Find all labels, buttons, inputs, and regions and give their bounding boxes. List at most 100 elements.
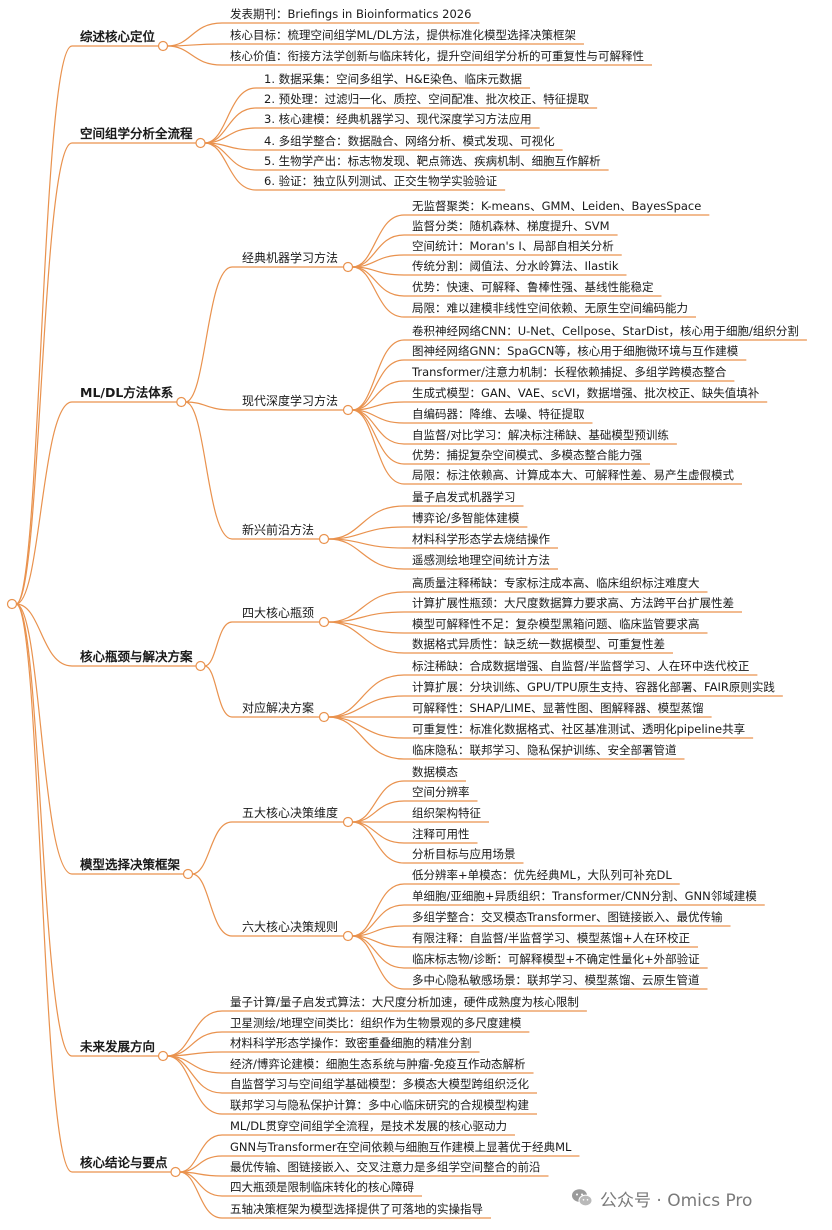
- watermark-text: 公众号 · Omics Pro: [600, 1190, 753, 1211]
- leaf-label: 标注稀缺：合成数据增强、自监督/半监督学习、人在环中迭代校正: [412, 659, 749, 673]
- branch-connector: [351, 214, 405, 268]
- section-node: [170, 1166, 181, 1178]
- leaf-label: 2. 预处理：过滤归一化、质控、空间配准、批次校正、特征提取: [264, 92, 590, 106]
- section-label: 未来发展方向: [79, 1039, 155, 1054]
- branch-connector: [15, 603, 73, 667]
- leaf-label: 多中心隐私敏感场景：联邦学习、模型蒸馏、云原生管道: [412, 973, 700, 987]
- branch-connector: [328, 716, 405, 739]
- leaf-label: 高质量注释稀缺：专家标注成本高、临床组织标注难度大: [412, 576, 700, 590]
- branch-connector: [166, 1055, 223, 1094]
- branch-connector: [204, 127, 257, 144]
- leaf-label: 材料科学形态学去烧结操作: [412, 532, 550, 546]
- branch-connector: [166, 1055, 223, 1115]
- leaf-label: 1. 数据采集：空间多组学、H&E染色、临床元数据: [264, 72, 523, 86]
- branch-connector: [351, 266, 405, 318]
- branch-connector: [328, 526, 405, 540]
- leaf-label: 发表期刊：Briefings in Bioinformatics 2026: [230, 7, 471, 21]
- branch-connector: [204, 87, 257, 144]
- leaf-label: 5. 生物学产出：标志物发现、靶点筛选、疾病机制、细胞互作解析: [264, 154, 601, 168]
- leaf-label: 组织架构特征: [412, 806, 481, 820]
- branch-connector: [351, 883, 405, 937]
- leaf-label: 局限：难以建模非线性空间依赖、无原生空间编码能力: [412, 301, 688, 315]
- leaf-label: 分析目标与应用场景: [412, 847, 516, 861]
- branch-connector: [15, 45, 73, 605]
- leaf-label: 量子计算/量子启发式算法：大尺度分析加速，硬件成熟度为核心限制: [230, 995, 579, 1009]
- branch-connector: [328, 611, 405, 623]
- leaf-label: GNN与Transformer在空间依赖与细胞互作建模上显著优于经典ML: [230, 1140, 572, 1154]
- branch-connector: [351, 409, 405, 465]
- leaf-label: 最优传输、图链接嵌入、交叉注意力是多组学空间整合的前沿: [230, 1160, 541, 1174]
- branch-connector: [328, 695, 405, 718]
- leaf-label: Transformer/注意力机制：长程依赖捕捉、多组学跨模态整合: [411, 365, 727, 379]
- category-label: 四大核心瓶颈: [242, 606, 314, 620]
- leaf-label: 3. 核心建模：经典机器学习、现代深度学习方法应用: [264, 112, 532, 126]
- branch-connector: [328, 591, 405, 623]
- section-label: 综述核心定位: [80, 29, 156, 44]
- branch-connector: [191, 821, 233, 875]
- branch-connector: [328, 538, 405, 570]
- branch-connector: [185, 401, 233, 540]
- branch-connector: [352, 935, 405, 969]
- branch-connector: [351, 359, 405, 411]
- category-label: 六大核心决策规则: [242, 919, 338, 934]
- branch-connector: [167, 45, 223, 66]
- category-label: 五大核心决策维度: [242, 805, 338, 820]
- leaf-label: 计算扩展性瓶颈：大尺度数据算力要求高、方法跨平台扩展性差: [412, 596, 734, 610]
- leaf-label: 量子启发式机器学习: [412, 490, 516, 504]
- branch-connector: [351, 935, 405, 990]
- category-node: [342, 404, 354, 416]
- leaf-label: 遥感测绘地理空间统计方法: [412, 553, 550, 567]
- branch-connector: [352, 234, 405, 268]
- leaf-label: 联邦学习与隐私保护计算：多中心临床研究的合规模型构建: [230, 1098, 529, 1112]
- branch-connector: [15, 603, 73, 1173]
- branch-connector: [351, 409, 405, 445]
- leaf-label: 博弈论/多智能体建模: [412, 511, 520, 525]
- branch-connector: [351, 409, 405, 485]
- branch-connector: [15, 603, 73, 875]
- branch-connector: [204, 621, 233, 667]
- leaf-label: 空间分辨率: [412, 785, 470, 799]
- category-node: [318, 533, 330, 545]
- branch-connector: [351, 821, 405, 864]
- root-node: [6, 598, 18, 610]
- category-label: 现代深度学习方法: [242, 393, 338, 408]
- leaf-label: 可解释性：SHAP/LIME、显著性图、图解释器、模型蒸馏: [412, 701, 704, 715]
- branch-connector: [179, 1134, 223, 1173]
- branch-connector: [328, 716, 405, 760]
- leaf-label: 核心目标：梳理空间组学ML/DL方法，提供标准化模型选择决策框架: [230, 28, 576, 42]
- leaf-label: ML/DL贯穿空间组学全流程，是技术发展的核心驱动力: [230, 1119, 507, 1133]
- section-node: [157, 40, 169, 52]
- leaf-label: 注释可用性: [412, 827, 470, 841]
- category-label: 对应解决方案: [242, 700, 314, 715]
- leaf-label: 优势：快速、可解释、鲁棒性强、基线性能稳定: [412, 280, 654, 294]
- section-node: [195, 137, 206, 149]
- branch-connector: [204, 665, 233, 718]
- section-label: 模型选择决策框架: [80, 857, 181, 872]
- leaf-label: 卷积神经网络CNN：U-Net、Cellpose、StarDist，核心用于细胞…: [412, 324, 799, 338]
- branch-connector: [179, 1171, 223, 1219]
- leaf-label: 图神经网络GNN：SpaGCN等，核心用于细胞微环境与互作建模: [412, 344, 739, 358]
- leaf-label: 传统分割：阈值法、分水岭算法、Ilastik: [412, 259, 619, 273]
- leaf-label: 临床标志物/诊断：可解释模型+不确定性量化+外部验证: [412, 952, 700, 966]
- section-node: [157, 1050, 169, 1062]
- leaf-label: 优势：捕捉复杂空间模式、多模态整合能力强: [412, 448, 642, 462]
- category-node: [342, 930, 354, 942]
- leaf-label: 空间统计：Moran's I、局部自相关分析: [412, 239, 614, 253]
- branch-connector: [328, 674, 405, 718]
- leaf-label: 监督分类：随机森林、梯度提升、SVM: [412, 219, 610, 233]
- leaf-label: 无监督聚类：K-means、GMM、Leiden、BayesSpace: [412, 199, 701, 213]
- leaf-label: 多组学整合：交叉模态Transformer、图链接嵌入、最优传输: [412, 910, 723, 924]
- leaf-label: 五轴决策框架为模型选择提供了可落地的实操指导: [230, 1202, 483, 1216]
- branch-connector: [204, 107, 257, 144]
- category-node: [342, 261, 354, 273]
- category-label: 经典机器学习方法: [242, 250, 338, 265]
- leaf-label: 计算扩展：分块训练、GPU/TPU原生支持、容器化部署、FAIR原则实践: [412, 680, 775, 694]
- leaf-label: 生成式模型：GAN、VAE、scVI，数据增强、批次校正、缺失值填补: [412, 386, 760, 400]
- branch-connector: [351, 339, 405, 411]
- category-label: 新兴前沿方法: [242, 522, 314, 537]
- category-node: [318, 711, 330, 723]
- branch-connector: [185, 266, 233, 403]
- leaf-label: 自监督学习与空间组学基础模型：多模态大模型跨组织泛化: [230, 1077, 529, 1091]
- category-node: [342, 816, 354, 828]
